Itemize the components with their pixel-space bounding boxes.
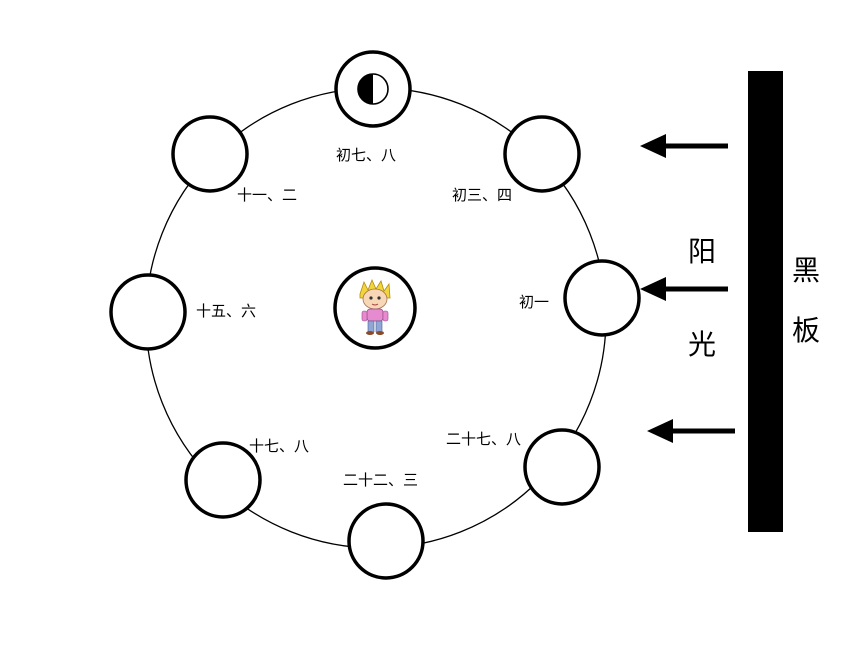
left-arrow-icon <box>640 134 728 158</box>
label-ershier-san: 二十二、三 <box>343 471 418 489</box>
blackboard-char-2: 板 <box>792 314 820 347</box>
sunlight-char-2: 光 <box>688 328 716 361</box>
moon-top-right <box>503 115 581 193</box>
sunlight-char-1: 阳 <box>688 235 716 268</box>
moon-bottom-right <box>523 428 601 506</box>
blackboard-char-1: 黑 <box>792 254 820 287</box>
blackboard-bar <box>748 71 783 532</box>
moon-bottom-left <box>184 441 262 519</box>
left-arrow-icon <box>647 419 735 443</box>
moon-right <box>563 259 641 337</box>
moon-top-left <box>171 115 249 193</box>
label-ershiqi-ba: 二十七、八 <box>446 430 521 448</box>
moon-bottom <box>347 502 425 580</box>
label-chusan-si: 初三、四 <box>452 186 512 204</box>
moon-left <box>109 273 187 351</box>
label-shiqi-ba: 十七、八 <box>249 437 309 455</box>
label-chuqi-ba: 初七、八 <box>336 146 396 164</box>
center-observer <box>333 266 417 350</box>
label-shiwu-liu: 十五、六 <box>196 302 256 320</box>
moon-top <box>334 50 412 128</box>
label-chuyi: 初一 <box>519 293 549 311</box>
label-shiyi-er: 十一、二 <box>237 186 297 204</box>
child-observer-icon <box>359 278 391 335</box>
left-arrow-icon <box>640 277 728 301</box>
